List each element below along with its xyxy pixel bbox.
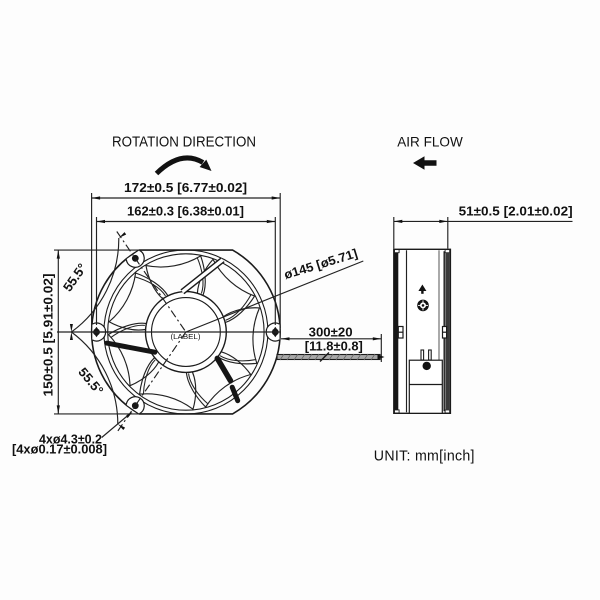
svg-text:162±0.3 [6.38±0.01]: 162±0.3 [6.38±0.01] — [127, 204, 244, 219]
svg-text:150±0.5 [5.91±0.02]: 150±0.5 [5.91±0.02] — [41, 274, 56, 397]
svg-text:4xø4.3±0.2: 4xø4.3±0.2 — [39, 433, 102, 447]
svg-text:300±20: 300±20 — [309, 324, 353, 339]
svg-text:[4xø0.17±0.008]: [4xø0.17±0.008] — [12, 443, 107, 457]
svg-text:[11.8±0.8]: [11.8±0.8] — [305, 338, 363, 353]
svg-text:(LABEL): (LABEL) — [171, 332, 202, 341]
svg-text:172±0.5 [6.77±0.02]: 172±0.5 [6.77±0.02] — [124, 180, 247, 195]
svg-text:UNIT: mm[inch]: UNIT: mm[inch] — [374, 449, 475, 465]
svg-text:ROTATION DIRECTION: ROTATION DIRECTION — [112, 135, 256, 151]
svg-text:51±0.5 [2.01±0.02]: 51±0.5 [2.01±0.02] — [459, 204, 573, 219]
svg-text:AIR FLOW: AIR FLOW — [397, 134, 463, 150]
